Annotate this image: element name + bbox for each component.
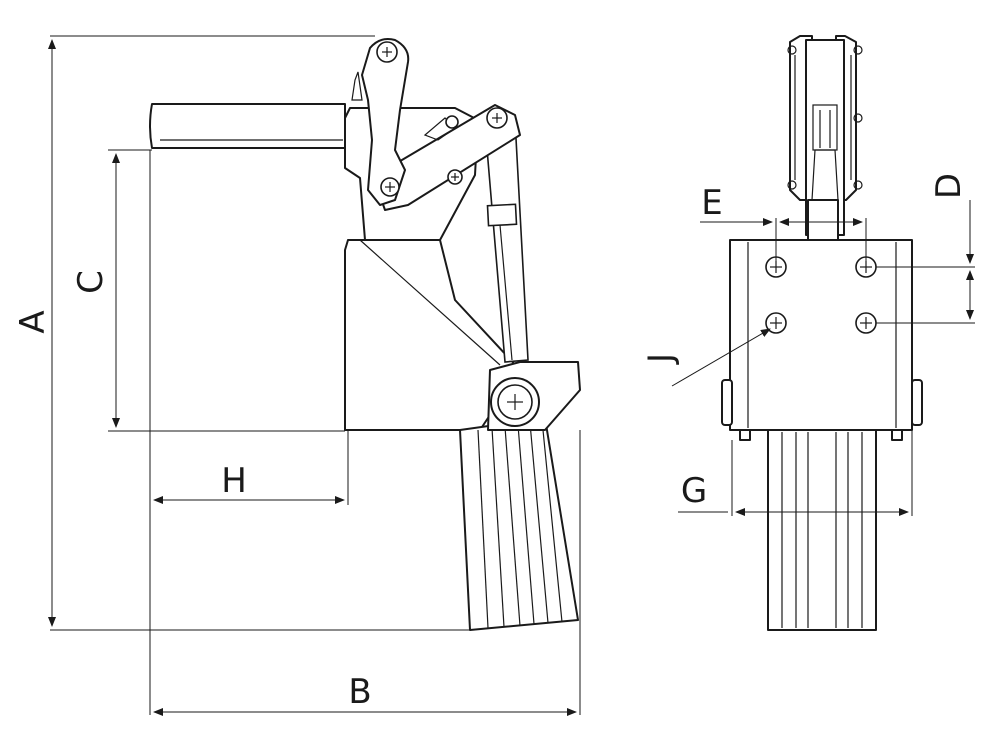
base-screw: [739, 429, 751, 441]
front-view-dimensions: E D J G: [641, 173, 975, 516]
lever-stop: [351, 71, 363, 101]
label-D: D: [929, 173, 969, 199]
right-tab: [911, 379, 923, 426]
body-edge: [359, 239, 501, 366]
label-G: G: [681, 471, 707, 511]
label-C: C: [71, 270, 111, 294]
label-B: B: [348, 672, 371, 712]
label-E: E: [701, 183, 722, 223]
main-lever: [361, 38, 410, 206]
left-tab: [721, 379, 733, 426]
front-spindle: [767, 429, 877, 631]
base-screw: [891, 429, 903, 441]
leader-J: [671, 328, 771, 387]
front-body-block: [729, 239, 913, 431]
front-lever: [787, 35, 863, 241]
push-rod: [484, 119, 529, 363]
link-arm: [377, 104, 521, 211]
spindle-housing: [459, 417, 579, 631]
handle-bar: [149, 103, 346, 149]
label-H: H: [221, 461, 247, 501]
label-A: A: [13, 310, 53, 333]
side-view-dimensions: A C H B: [13, 35, 581, 716]
label-J: J: [641, 353, 681, 365]
front-view: [721, 35, 923, 631]
side-view: [149, 38, 581, 631]
